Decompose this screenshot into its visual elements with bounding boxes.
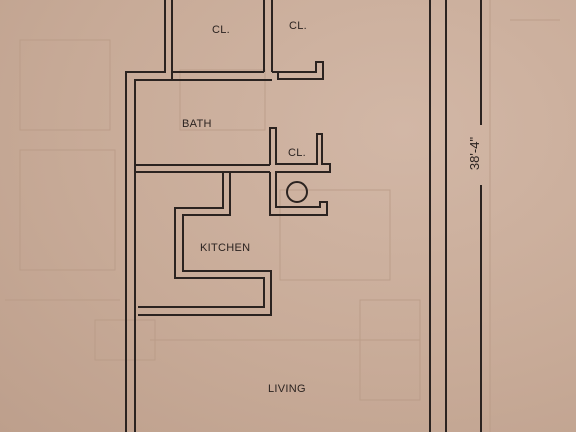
walls: [125, 0, 482, 432]
ghost-lines: [5, 0, 560, 432]
room-label-closet-a: CL.: [212, 24, 231, 36]
room-label-kitchen: KITCHEN: [200, 242, 251, 254]
room-label-closet-b: CL.: [289, 20, 308, 32]
room-label-living: LIVING: [268, 383, 306, 395]
room-label-bath: BATH: [182, 118, 212, 130]
dimension-label-height: 38'-4": [467, 136, 483, 171]
room-label-closet-c: CL.: [288, 147, 307, 159]
fixture-circle-icon: [286, 181, 308, 203]
